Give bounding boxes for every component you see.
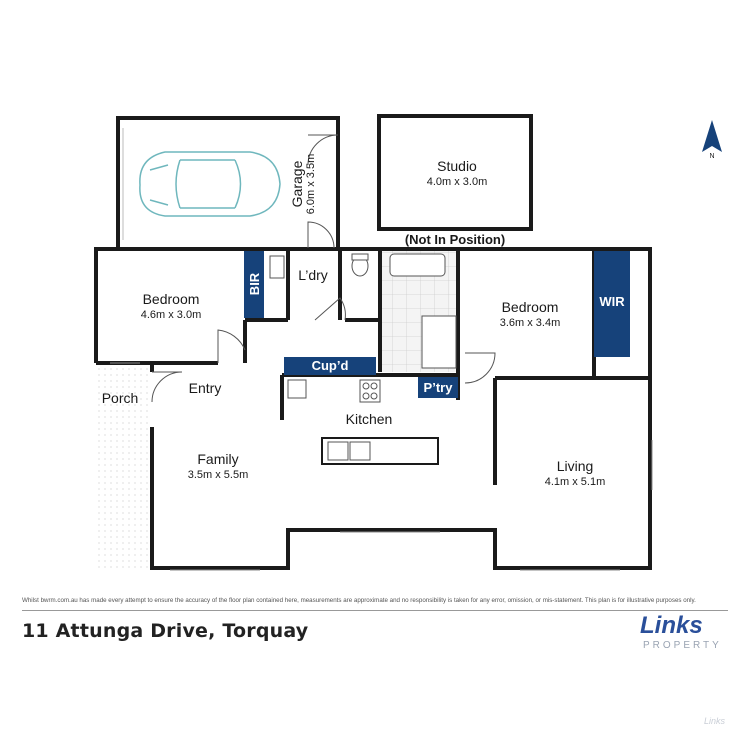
brand-logo-subtitle: PROPERTY [643, 640, 722, 651]
studio-label: Studio [437, 158, 477, 174]
kitchen-label: Kitchen [346, 411, 393, 427]
floor-plan: N Garage 6.0m x 3.5m Studio 4.0m x 3.0m … [94, 114, 722, 571]
family-dims: 3.5m x 5.5m [188, 469, 249, 481]
disclaimer: Whilst bwrm.com.au has made every attemp… [22, 597, 696, 604]
brand-logo: Links [640, 612, 703, 639]
laundry-label: L’dry [298, 267, 328, 283]
bir-block [244, 251, 264, 318]
north-arrow-icon [702, 120, 722, 152]
property-address: 11 Attunga Drive, Torquay [22, 620, 309, 642]
family-label: Family [197, 451, 238, 467]
cupboard-block [284, 357, 376, 375]
compass-label: N [709, 153, 714, 160]
entry-label: Entry [189, 380, 222, 396]
bedroom2-dims: 3.6m x 3.4m [500, 317, 561, 329]
watermark-logo: Links [704, 716, 726, 726]
living-label: Living [557, 458, 594, 474]
bedroom1-label: Bedroom [143, 291, 200, 307]
living-dims: 4.1m x 5.1m [545, 476, 606, 488]
studio [377, 114, 533, 231]
cupboard-label: Cup’d [312, 358, 349, 373]
storage-blocks [244, 251, 630, 398]
bedroom1-dims: 4.6m x 3.0m [141, 309, 202, 321]
garage-dims: 6.0m x 3.5m [305, 154, 317, 215]
bir-label: BIR [247, 272, 262, 295]
bedroom2-label: Bedroom [502, 299, 559, 315]
pantry-label: P’try [424, 380, 454, 395]
pantry-block [418, 377, 458, 398]
porch-label: Porch [102, 390, 139, 406]
wir-label: WIR [599, 294, 625, 309]
car-icon [139, 151, 281, 217]
porch-area [96, 363, 152, 568]
studio-dims: 4.0m x 3.0m [427, 176, 488, 188]
divider [22, 610, 728, 611]
garage [116, 116, 340, 248]
door-swings [151, 221, 496, 403]
windows [110, 362, 653, 571]
studio-note: (Not In Position) [405, 232, 505, 247]
fixtures [269, 253, 457, 465]
garage-label: Garage [289, 160, 305, 207]
wir-block [594, 251, 630, 357]
